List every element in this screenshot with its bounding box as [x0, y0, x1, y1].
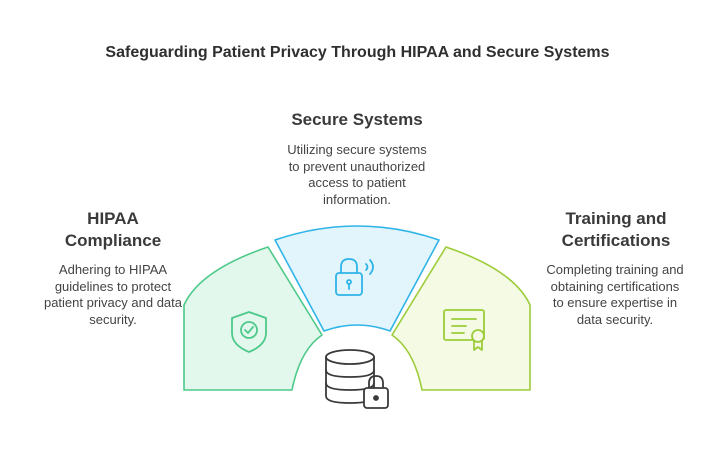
training-description: Completing training and obtaining certif… — [520, 262, 710, 328]
shield-check-icon — [231, 311, 267, 353]
hipaa-heading: HIPAA Compliance — [48, 208, 178, 252]
secure-desc-line: Utilizing secure systems — [287, 142, 427, 157]
hipaa-desc-line: Adhering to HIPAA — [58, 262, 168, 277]
padlock-wireless-icon — [335, 258, 374, 296]
secure-segment — [274, 225, 440, 332]
training-desc-line: obtaining certifications — [550, 278, 680, 294]
secure-desc-line: access to patient — [308, 175, 406, 190]
database-lock-icon — [325, 349, 389, 409]
training-desc-line: data security. — [576, 311, 654, 327]
page-title: Safeguarding Patient Privacy Through HIP… — [105, 44, 610, 61]
secure-desc-line: to prevent unauthorized — [288, 158, 426, 174]
training-heading: Training and Certifications — [546, 208, 686, 252]
certificate-icon — [443, 309, 485, 351]
hipaa-desc-line: guidelines to protect — [54, 278, 172, 294]
training-desc-line: to ensure expertise in — [552, 295, 678, 310]
hipaa-heading-line2: Compliance — [64, 231, 162, 250]
training-heading-line1: Training and — [565, 209, 667, 228]
secure-heading: Secure Systems — [291, 110, 423, 129]
secure-desc-line: information. — [323, 191, 391, 207]
hipaa-segment — [183, 246, 323, 391]
hipaa-heading-line1: HIPAA — [87, 209, 139, 228]
hipaa-desc-line: security. — [89, 311, 137, 327]
training-desc-line: Completing training and — [546, 262, 684, 277]
secure-description: Utilizing secure systems to prevent unau… — [262, 142, 452, 208]
hipaa-description: Adhering to HIPAA guidelines to protect … — [20, 262, 206, 328]
training-heading-line2: Certifications — [561, 231, 671, 250]
hipaa-desc-line: patient privacy and data — [43, 295, 183, 310]
